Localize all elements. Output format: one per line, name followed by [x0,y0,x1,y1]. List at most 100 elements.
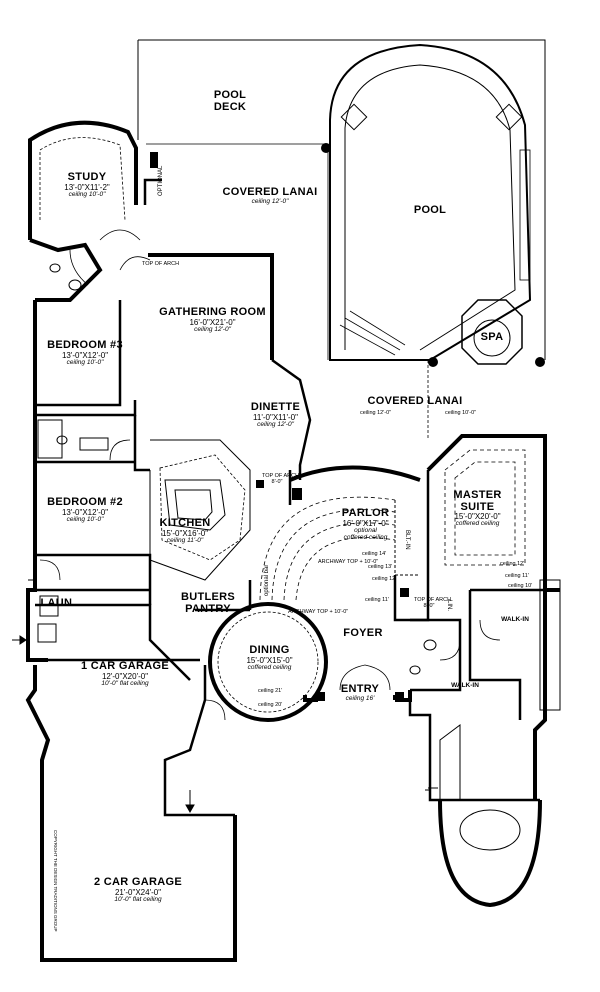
gathering-room-dims: 16'-0"X21'-0" [189,317,236,327]
pool-deck-outline [137,39,546,360]
archway-note-2: ARCHWAY TOP + 10'-0" [288,609,349,615]
pool-name: POOL [413,204,447,216]
covered-lanai-top-ceiling: ceiling 12'-0" [251,197,289,205]
master-suite-name-2: SUITE [460,500,495,513]
spa-name: SPA [480,331,504,343]
foyer-label: FOYER [338,627,388,640]
walkin-lower-name: WALK-IN [451,682,479,689]
covered-lanai-top-label: COVERED LANAI ceiling 12'-0" [215,186,325,205]
pool-deck-name-2: DECK [213,100,247,113]
master-ceiling-11: ceiling 11' [505,573,529,579]
study-name: STUDY [67,171,107,183]
walkin-upper-name: WALK-IN [501,616,529,623]
kitchen-name: KITCHEN [159,517,211,529]
top-of-arch-text-2: TOP OF ARCH [262,473,300,479]
walkin-upper-label: WALK-IN [490,616,540,624]
study-dims: 13'-0"X11'-2" [64,182,110,192]
gathering-room-label: GATHERING ROOM 16'-0"X21'-0" ceiling 12'… [150,306,275,334]
parlor-ceiling-13: ceiling 13' [368,564,393,570]
master-suite-dims: 15'-0"X20'-0" [454,512,501,522]
laundry-label: LAUN. [38,597,78,610]
bedroom3-dims: 13'-0"X12'-0" [61,350,109,360]
parlor-ceiling-11: ceiling 11' [365,597,389,603]
foyer-name: FOYER [343,627,383,639]
walkin-lower-label: WALK-IN [440,682,490,690]
optional-note: OPTIONAL [158,165,164,196]
master-suite-ceiling: coffered ceiling [455,520,500,528]
pool-deck-name: POOL [213,89,247,101]
top-of-arch-note-1: TOP OF ARCH [142,261,179,268]
parlor-north-wall [289,465,421,482]
top-of-arch-note-3: TOP OF ARCH 8'-0" [414,597,451,610]
laundry-name: LAUN. [40,597,76,609]
east-exterior-wall [426,434,560,592]
covered-lanai-top-name: COVERED LANAI [222,186,318,198]
master-suite-label: MASTER SUITE 15'-0"X20'-0" coffered ceil… [440,489,515,528]
master-ceiling-12: ceiling 12' [500,561,525,567]
bedroom2-dims: 13'-0"X12'-0" [61,507,109,517]
arch-height-3: 8'-0" [423,602,435,609]
gathering-room-ceiling: ceiling 12'-0" [194,325,231,333]
top-of-arch-note-2: TOP OF ARCH 8'-0" [262,473,299,486]
parlor-dims: 16'-0"X17'-0" [342,518,389,528]
entry-name: ENTRY [340,683,380,695]
garage1-name: 1 CAR GARAGE [81,660,169,672]
spa-label: SPA [472,331,512,344]
pool-deck-label: POOL DECK [200,89,260,113]
dinette-label: DINETTE 11'-0"X11'-0" ceiling 12'-0" [243,401,308,429]
garage2-ceiling: 10'-0" flat ceiling [114,895,162,903]
dining-ceiling-b: ceiling 20' [258,702,283,708]
parlor-ceiling-14: ceiling 14' [362,551,387,557]
dining-ceiling: coffered ceiling [247,663,292,671]
dining-name: DINING [249,644,290,656]
master-ceiling-10: ceiling 10' [508,583,533,589]
built-in-note: BLT.-IN [404,530,410,550]
study-label: STUDY 13'-0"X11'-2" ceiling 10'-0" [42,171,132,199]
garage2-name: 2 CAR GARAGE [94,876,182,888]
bedroom3-label: BEDROOM #3 13'-0"X12'-0" ceiling 10'-0" [40,339,130,367]
pool-outline [329,43,532,361]
dining-ceiling-a: ceiling 21' [258,688,283,694]
garage1-ceiling: 10'-0" flat ceiling [101,679,149,687]
dining-dims: 15'-0"X15'-0" [246,655,293,665]
spa-outline [461,299,523,365]
butlers-pantry-label: BUTLERS PANTRY [178,591,238,615]
west-exterior-wall [26,300,48,662]
covered-lanai-right-label: COVERED LANAI [355,395,475,408]
kitchen-island [164,479,226,531]
top-of-arch-text-1: TOP OF ARCH [142,261,180,267]
kitchen-ceiling: ceiling 11'-0" [166,536,204,544]
parlor-label: PARLOR 16'-0"X17'-0" optional coffered c… [328,507,403,542]
dinette-dims: 11'-0"X11'-0" [253,412,298,422]
garage2-dims: 21'-0"X24'-0" [114,887,162,897]
garage1-label: 1 CAR GARAGE 12'-0"X20'-0" 10'-0" flat c… [70,660,180,688]
optional-bar-note: optional bar [264,564,270,596]
dinette-ceiling: ceiling 12'-0" [257,420,294,428]
kitchen-label: KITCHEN 15'-0"X16'-0" ceiling 11'-0" [155,517,215,545]
parlor-ceiling-12: ceiling 12' [372,576,397,582]
study-ceiling: ceiling 10'-0" [68,190,106,198]
parlor-name: PARLOR [341,507,390,519]
arch-height-2: 8'-0" [271,478,283,485]
copyright-note: COPYRIGHT THE DESIGN TRADITIONS GROUP [53,830,58,932]
covered-lanai-right-name: COVERED LANAI [367,395,463,407]
dining-rotunda [208,602,328,722]
archway-note-1: ARCHWAY TOP + 10'-0" [318,559,379,565]
bedroom2-name: BEDROOM #2 [47,496,123,508]
dining-label: DINING 15'-0"X15'-0" coffered ceiling [232,644,307,672]
gathering-room-name: GATHERING ROOM [159,306,266,318]
bedroom2-label: BEDROOM #2 13'-0"X12'-0" ceiling 10'-0" [40,496,130,524]
study-walls [28,120,138,240]
covered-lanai-right-ceiling-b: ceiling 10'-0" [445,410,477,416]
dinette-name: DINETTE [250,401,301,413]
bedroom2-ceiling: ceiling 10'-0" [66,515,104,523]
bedroom3-name: BEDROOM #3 [47,339,123,351]
pool-label: POOL [400,204,460,217]
entry-ceiling: ceiling 16' [345,694,375,702]
bedroom3-ceiling: ceiling 10'-0" [66,358,104,366]
garage2-label: 2 CAR GARAGE 21'-0"X24'-0" 10'-0" flat c… [78,876,198,904]
butlers-pantry-name-1: BUTLERS [180,591,236,603]
covered-lanai-right-ceiling-a: ceiling 12'-0" [360,410,392,416]
kitchen-dims: 15'-0"X16'-0" [161,528,209,538]
